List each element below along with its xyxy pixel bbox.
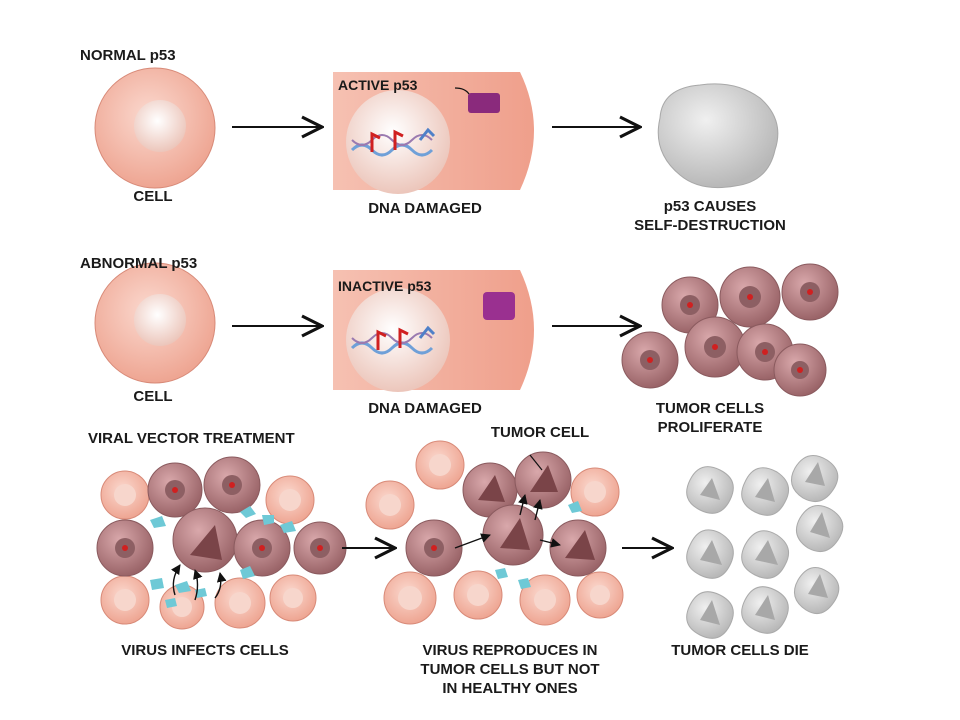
damaged-cell-abnormal: [333, 270, 534, 392]
viral-vector-heading: VIRAL VECTOR TREATMENT: [88, 430, 295, 447]
abnormal-cell-label: CELL: [133, 388, 173, 405]
normal-cell: [94, 67, 216, 189]
virus-infects-label: VIRUS INFECTS CELLS: [121, 642, 289, 659]
abnormal-cell: [94, 262, 216, 384]
active-p53-label: ACTIVE p53: [338, 77, 418, 93]
dna-strand: [350, 127, 436, 157]
inactive-p53-protein: [483, 292, 515, 320]
active-p53-protein: [468, 93, 500, 113]
p53-causes-label: p53 CAUSES: [663, 198, 757, 215]
inactive-p53-label: INACTIVE p53: [338, 278, 432, 294]
damaged-cell-normal: [333, 72, 534, 194]
tumor-cells-label: TUMOR CELLS: [655, 400, 765, 417]
virus-reproduces-line3: IN HEALTHY ONES: [442, 680, 578, 697]
virus-reproduces-line1: VIRUS REPRODUCES IN: [422, 642, 598, 659]
tumor-cell-label: TUMOR CELL: [490, 424, 590, 441]
normal-p53-heading: NORMAL p53: [80, 47, 176, 64]
abnormal-p53-heading: ABNORMAL p53: [80, 255, 198, 272]
virus-particles: [150, 506, 296, 608]
proliferating-tumor-cells: [621, 263, 839, 397]
self-destruction-label: SELF-DESTRUCTION: [634, 217, 786, 234]
dna-strand: [350, 325, 436, 355]
tumor-cells-die-label: TUMOR CELLS DIE: [671, 642, 809, 659]
abnormal-dna-damaged-label: DNA DAMAGED: [368, 400, 482, 417]
virus-reproduces-line2: TUMOR CELLS BUT NOT: [420, 661, 600, 678]
proliferate-label: PROLIFERATE: [657, 419, 763, 436]
virus-infects-cells-cluster: [96, 456, 347, 630]
normal-cell-label: CELL: [133, 188, 173, 205]
dead-cell: [657, 83, 779, 189]
dead-tumor-cells: [686, 455, 844, 639]
virus-reproduces-cluster: [365, 440, 624, 626]
normal-dna-damaged-label: DNA DAMAGED: [368, 200, 482, 217]
